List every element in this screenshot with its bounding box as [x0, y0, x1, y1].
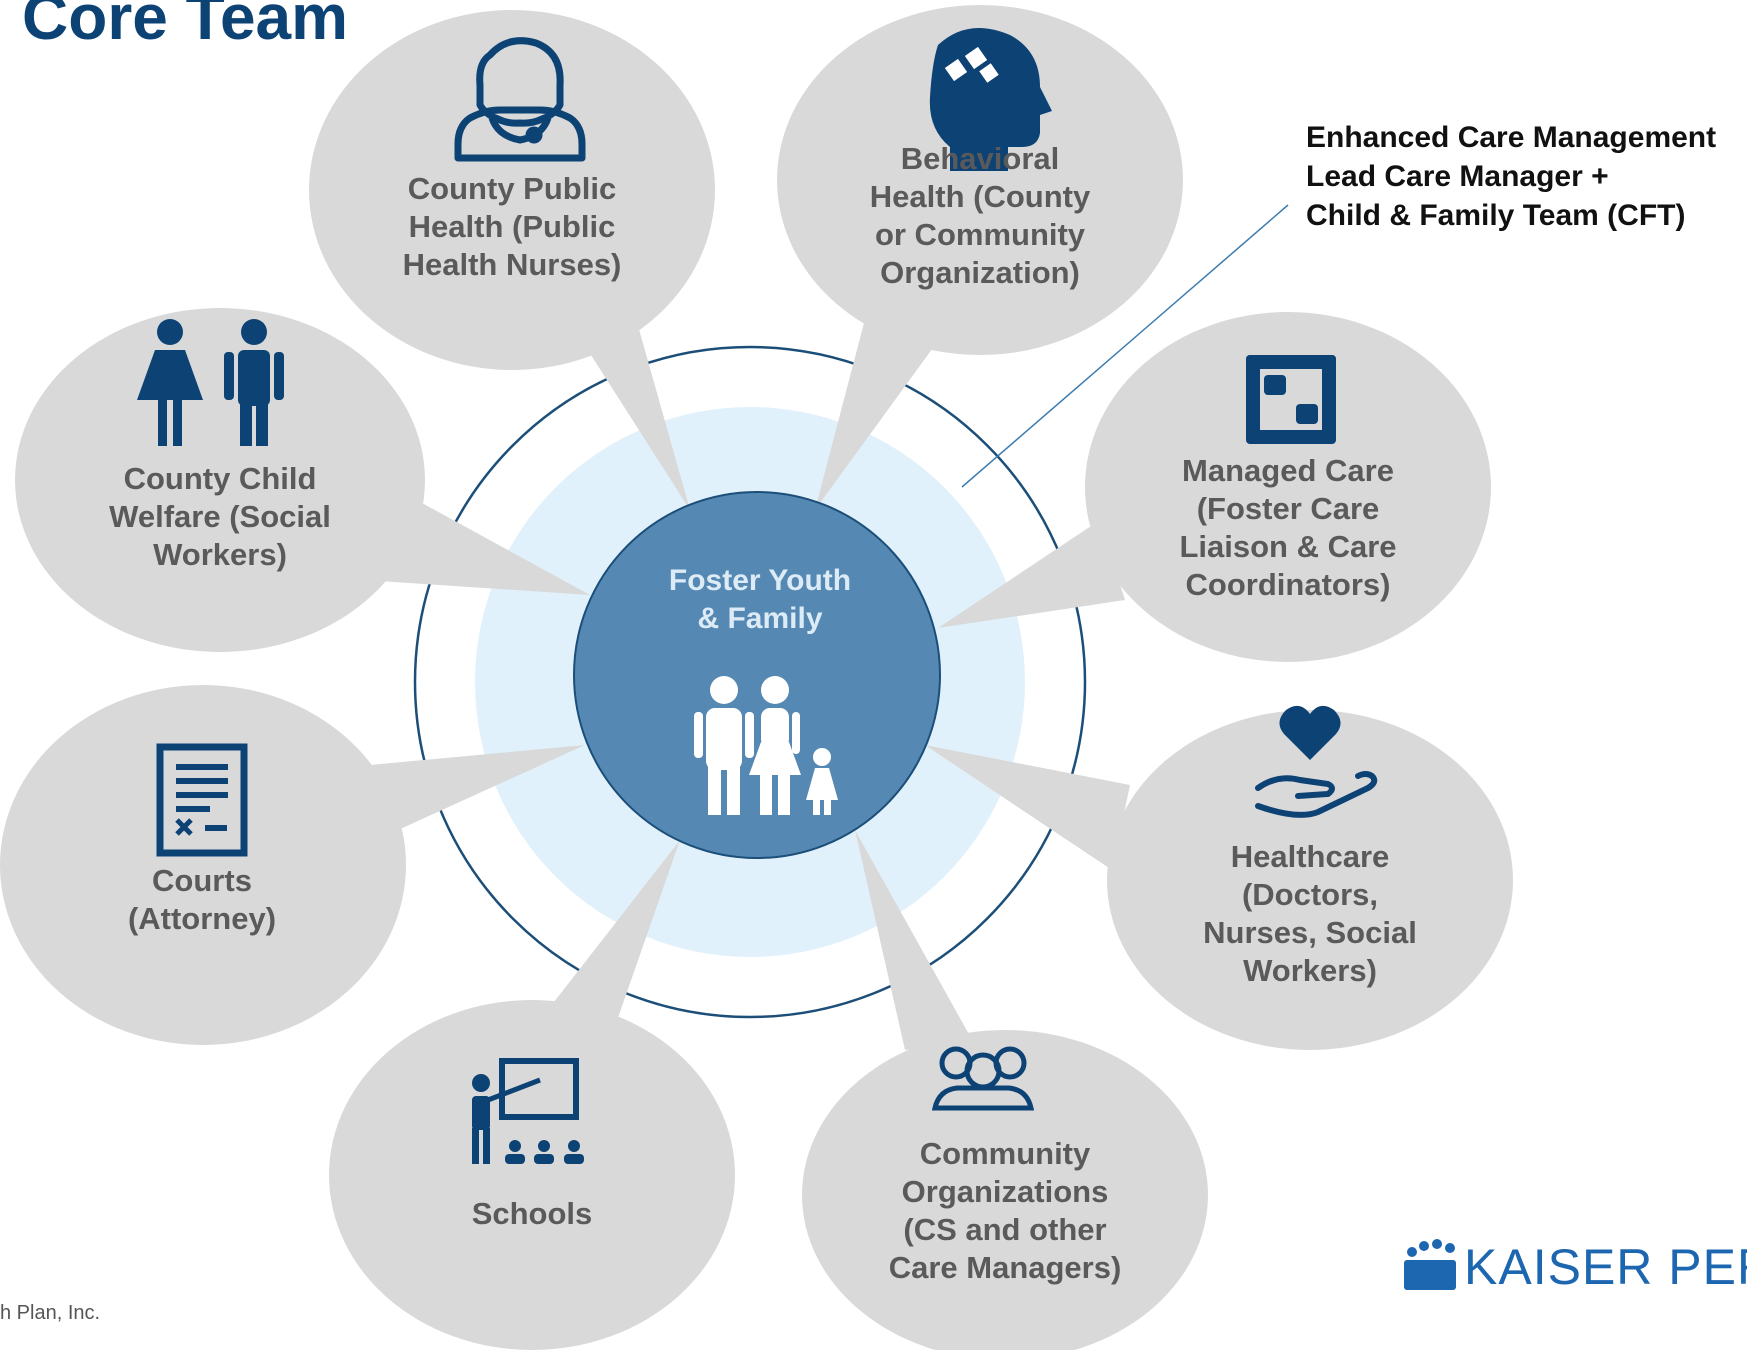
linked-hands-icon	[1246, 355, 1336, 444]
callout-line: Lead Care Manager +	[1306, 160, 1609, 193]
label-line: Organizations	[901, 1174, 1109, 1209]
woman-man-icon	[137, 319, 284, 446]
label-schools: Schools	[392, 1195, 672, 1233]
label-line: Health Nurses)	[402, 247, 622, 282]
heart-in-hand-icon	[1255, 705, 1378, 818]
label-line: County Public	[407, 171, 617, 206]
head-puzzle-icon	[929, 27, 1052, 171]
label-line: or Community	[874, 217, 1086, 252]
doctor-stethoscope-icon	[454, 37, 586, 162]
label-line: (Foster Care	[1196, 491, 1380, 526]
label-line: Nurses, Social	[1203, 915, 1417, 950]
bubble-courts	[0, 685, 585, 1045]
logo-text: KAISER PERMAN	[1464, 1239, 1747, 1295]
label-line: Schools	[471, 1196, 593, 1231]
bubble-community-organizations	[802, 830, 1208, 1350]
bubble-healthcare	[925, 710, 1513, 1050]
label-line: Behavioral	[900, 141, 1060, 176]
label-community-organizations: Community Organizations (CS and other Ca…	[865, 1135, 1145, 1287]
label-behavioral-health: Behavioral Health (County or Community O…	[840, 140, 1120, 292]
callout-leader-line	[961, 204, 1289, 488]
label-line: Managed Care	[1182, 453, 1394, 488]
bubble-county-child-welfare	[15, 308, 590, 652]
people-group-icon	[931, 1046, 1035, 1111]
label-line: Healthcare	[1230, 839, 1390, 874]
label-line: County Child	[123, 461, 317, 496]
label-line: Health (County	[869, 179, 1091, 214]
label-line: Welfare (Social	[109, 499, 331, 534]
label-line: (Attorney)	[127, 901, 277, 936]
callout-line: Child & Family Team (CFT)	[1306, 199, 1686, 232]
kaiser-logo: KAISER PERMAN	[1392, 1232, 1747, 1302]
bubble-managed-care	[938, 312, 1491, 662]
label-county-public-health: County Public Health (Public Health Nurs…	[372, 170, 652, 284]
copyright-footer: h Plan, Inc.	[0, 1302, 101, 1324]
label-line: (CS and other	[903, 1212, 1107, 1247]
callout-line: Enhanced Care Management	[1306, 121, 1717, 154]
bubble-county-public-health	[309, 10, 715, 510]
label-line: Coordinators)	[1185, 567, 1391, 602]
label-line: (Doctors,	[1241, 877, 1379, 912]
legal-document-icon	[156, 743, 248, 857]
label-county-child-welfare: County Child Welfare (Social Workers)	[80, 460, 360, 574]
label-courts: Courts (Attorney)	[62, 862, 342, 938]
label-line: Community	[919, 1136, 1091, 1171]
center-circle	[573, 491, 941, 859]
label-line: Workers)	[153, 537, 287, 572]
family-icon	[694, 676, 838, 815]
bubble-behavioral-health	[777, 5, 1183, 510]
label-line: Organization)	[880, 255, 1080, 290]
page-title: Core Team	[22, 0, 349, 53]
label-managed-care: Managed Care (Foster Care Liaison & Care…	[1148, 452, 1428, 604]
label-line: Courts	[152, 863, 252, 898]
ecm-callout: Enhanced Care Management Lead Care Manag…	[1306, 118, 1716, 235]
center-label-line: & Family	[697, 602, 823, 635]
teacher-classroom-icon	[472, 1058, 584, 1164]
label-line: Workers)	[1243, 953, 1377, 988]
center-label: Foster Youth & Family	[620, 562, 900, 638]
kaiser-sun-icon	[1404, 1239, 1456, 1290]
label-healthcare: Healthcare (Doctors, Nurses, Social Work…	[1170, 838, 1450, 990]
label-line: Liaison & Care	[1179, 529, 1397, 564]
label-line: Health (Public	[408, 209, 616, 244]
bubble-schools	[329, 840, 735, 1350]
label-line: Care Managers)	[888, 1250, 1122, 1285]
center-label-line: Foster Youth	[668, 564, 852, 597]
